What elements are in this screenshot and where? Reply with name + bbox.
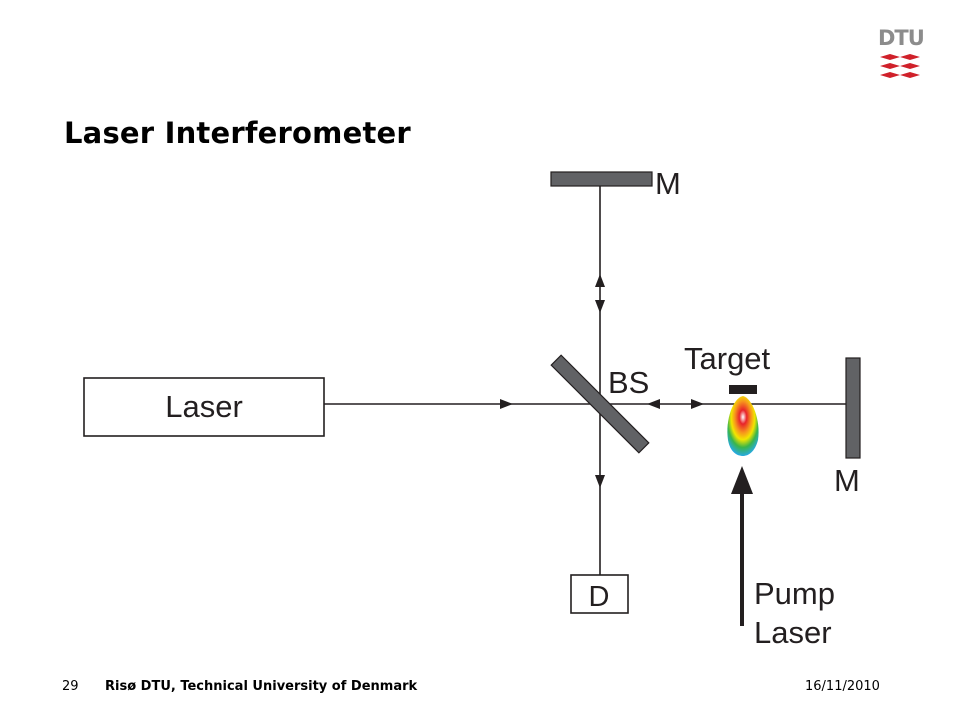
target-plate bbox=[729, 385, 757, 394]
mirror-top-label: M bbox=[655, 166, 681, 201]
dtu-emblem-icon bbox=[880, 54, 920, 78]
target-label: Target bbox=[684, 341, 771, 376]
arrow-down-detector-icon bbox=[595, 475, 605, 488]
arrow-down-icon bbox=[595, 300, 605, 313]
laser-box bbox=[83, 377, 325, 437]
slide-date: 16/11/2010 bbox=[805, 679, 880, 694]
arrow-right-icon bbox=[691, 399, 704, 409]
pump-label-line1: Pump bbox=[754, 576, 835, 611]
mirror-top bbox=[550, 171, 653, 187]
organization-name: Risø DTU, Technical University of Denmar… bbox=[105, 679, 418, 694]
detector-label: D bbox=[589, 581, 610, 613]
mirror-right-label: M bbox=[834, 463, 860, 498]
pump-label-line2: Laser bbox=[754, 615, 832, 650]
dtu-logo: DTU bbox=[878, 26, 925, 86]
plasma-plume-icon bbox=[727, 396, 759, 456]
logo-text: DTU bbox=[878, 26, 925, 50]
page-number: 29 bbox=[62, 679, 79, 694]
mirror-right bbox=[845, 357, 861, 459]
laser-label: Laser bbox=[165, 389, 243, 424]
arrow-left-icon bbox=[647, 399, 660, 409]
slide-title: Laser Interferometer bbox=[64, 116, 411, 150]
beam-splitter-label: BS bbox=[608, 365, 649, 400]
beam-splitter bbox=[550, 354, 650, 454]
arrow-up-icon bbox=[595, 274, 605, 287]
arrow-laser-to-bs-icon bbox=[500, 399, 513, 409]
detector-box bbox=[570, 574, 629, 614]
pump-arrow-icon bbox=[731, 466, 753, 494]
